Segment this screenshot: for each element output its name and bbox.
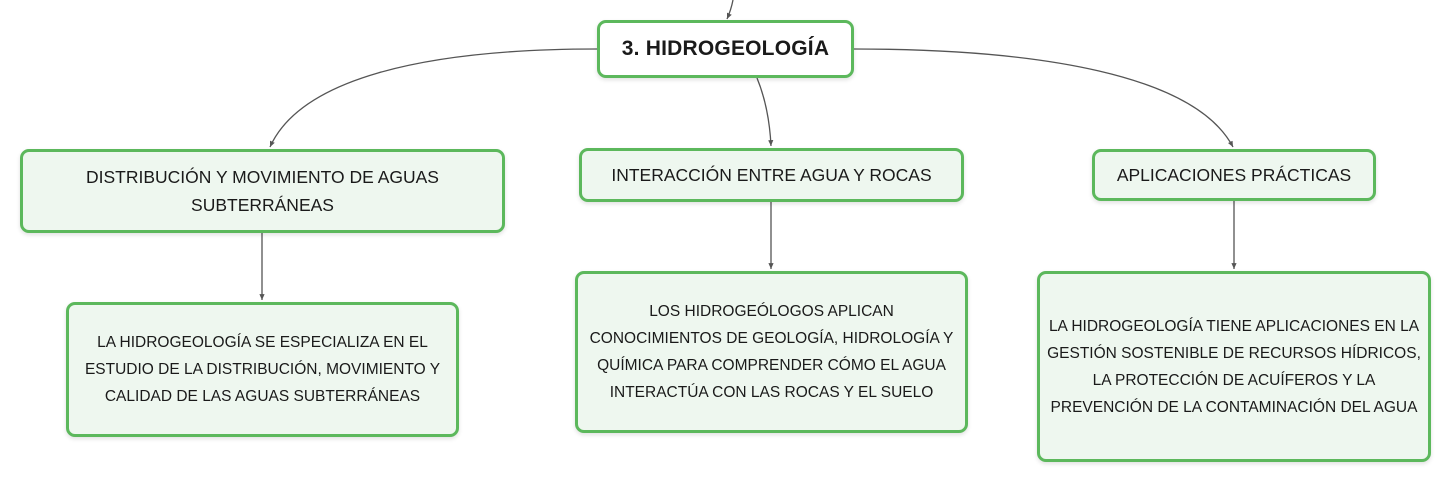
connector-root-distribucion [269, 48, 598, 148]
branch-node-label: DISTRIBUCIÓN Y MOVIMIENTO DE AGUAS SUBTE… [86, 167, 439, 215]
branch-node-label: INTERACCIÓN ENTRE AGUA Y ROCAS [611, 165, 932, 185]
root-node-label: 3. HIDROGEOLOGÍA [621, 37, 830, 60]
detail-node-distribucion[interactable]: LA HIDROGEOLOGÍA SE ESPECIALIZA EN EL ES… [66, 302, 459, 437]
branch-node-aplicaciones[interactable]: APLICACIONES PRÁCTICAS [1092, 149, 1376, 201]
connector-root-aplicaciones [853, 48, 1234, 148]
detail-node-text: LOS HIDROGEÓLOGOS APLICAN CONOCIMIENTOS … [589, 303, 954, 401]
incoming-connector [726, 0, 734, 20]
root-node-hidrogeologia[interactable]: 3. HIDROGEOLOGÍA [597, 20, 854, 78]
connector-root-interaccion [756, 77, 774, 147]
detail-node-text: LA HIDROGEOLOGÍA SE ESPECIALIZA EN EL ES… [84, 334, 441, 405]
branch-node-label: APLICACIONES PRÁCTICAS [1116, 165, 1352, 185]
branch-node-distribucion[interactable]: DISTRIBUCIÓN Y MOVIMIENTO DE AGUAS SUBTE… [20, 149, 505, 233]
branch-node-interaccion[interactable]: INTERACCIÓN ENTRE AGUA Y ROCAS [579, 148, 964, 202]
detail-node-interaccion[interactable]: LOS HIDROGEÓLOGOS APLICAN CONOCIMIENTOS … [575, 271, 968, 433]
detail-node-text: LA HIDROGEOLOGÍA TIENE APLICACIONES EN L… [1047, 317, 1421, 416]
detail-node-aplicaciones[interactable]: LA HIDROGEOLOGÍA TIENE APLICACIONES EN L… [1037, 271, 1431, 462]
